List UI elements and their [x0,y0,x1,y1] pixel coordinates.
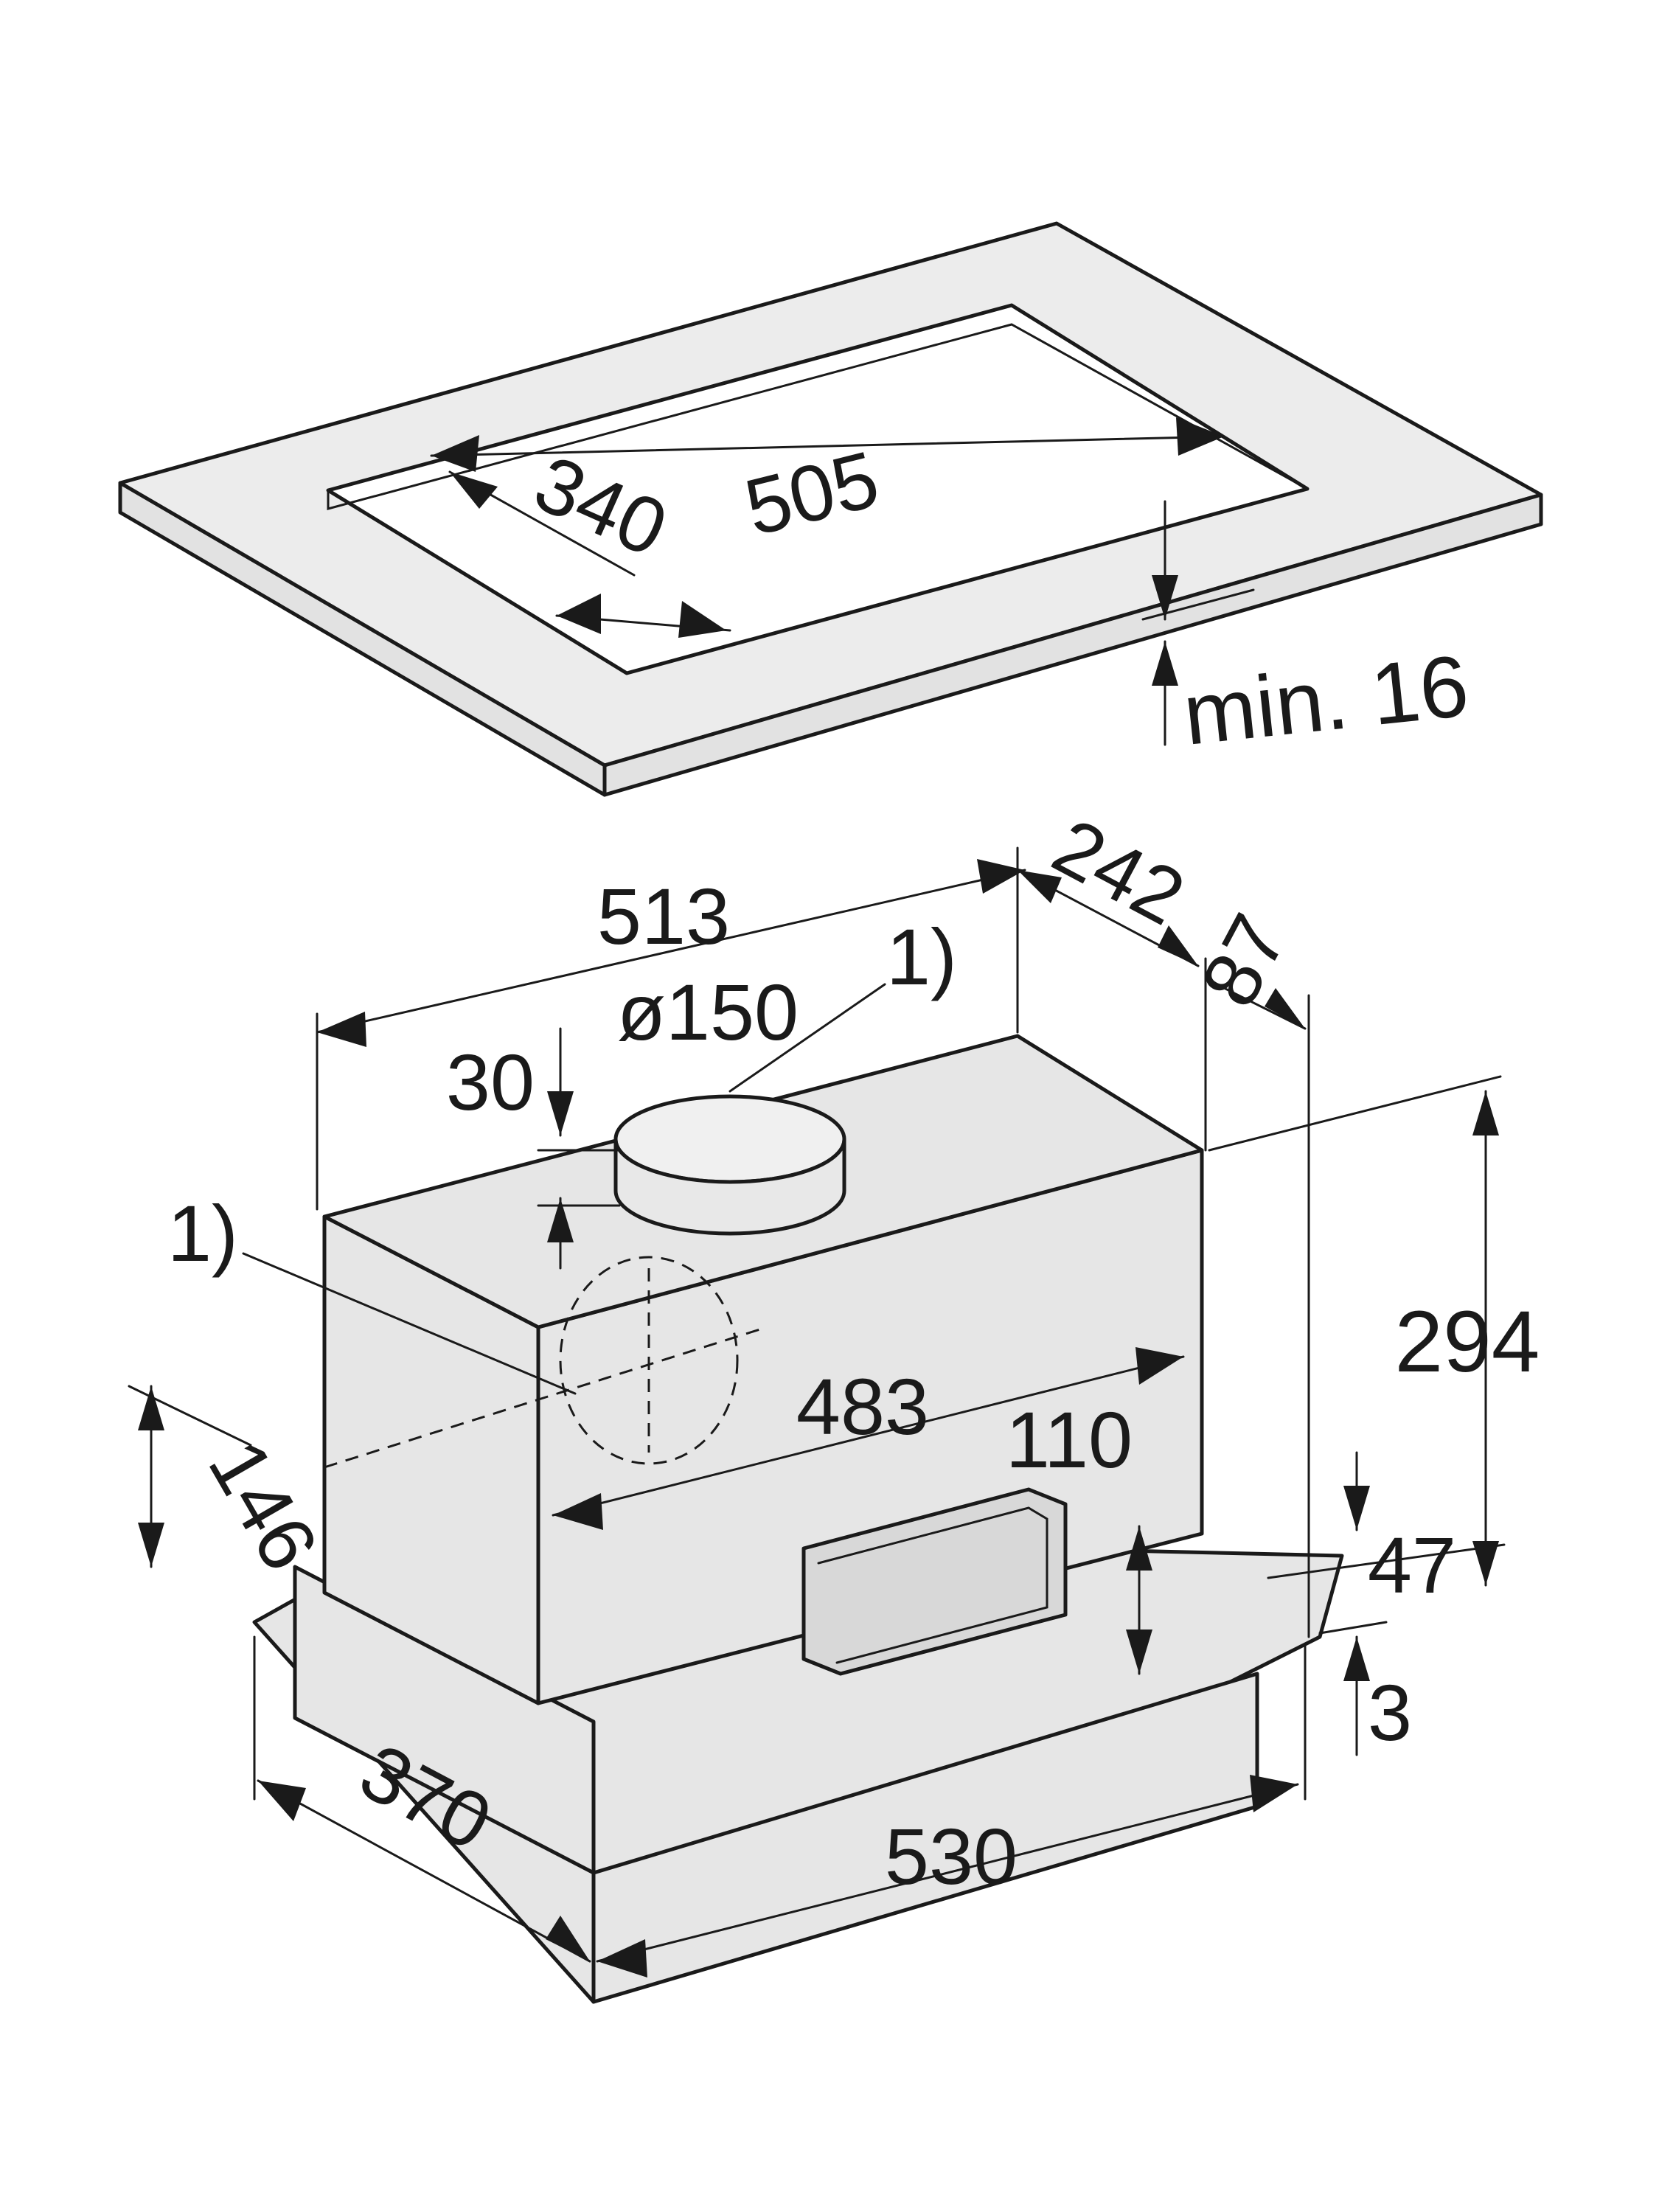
dimension-513-label: 513 [597,872,730,961]
dimension-530-label: 530 [885,1812,1018,1901]
rear-outlet-dashed [559,1256,739,1465]
note-top-outlet-label: 1) [886,912,957,1001]
dimension-3-label: 3 [1368,1668,1412,1757]
dimension-513: 513 [316,846,1026,1211]
note-rear-outlet-label: 1) [167,1189,238,1278]
dimension-150: ø150 [617,967,799,1057]
dimension-483-label: 483 [796,1362,929,1451]
dimension-294: 294 [1208,1075,1540,1587]
worktop-cutout-wall-back [327,323,1309,510]
worktop-panel [118,221,1543,797]
dimension-47: 47 [1343,1451,1456,1610]
dimension-146: 146 [128,1385,335,1585]
dimension-30: 30 [446,1027,621,1270]
filter-handle-inner [817,1506,1048,1664]
note-rear-outlet: 1) [167,1189,577,1395]
dimension-30-label: 30 [446,1037,535,1127]
dimension-146-label: 146 [192,1425,335,1585]
dimension-110-label: 110 [1006,1395,1133,1484]
dimension-242-label: 242 [1040,801,1199,942]
dimension-483: 483 [552,1347,1185,1530]
hood-unit [252,1034,1344,2004]
dimension-294-label: 294 [1395,1293,1540,1391]
dimension-150-label: ø150 [617,967,799,1057]
dimension-3: 3 [1318,1621,1412,1757]
dimension-110: 110 [1006,1395,1152,1675]
duct-collar-body [613,1137,846,1236]
worktop-right-edge [602,493,1543,797]
filter-handle[interactable] [801,1487,1068,1676]
dimension-340-label: 340 [522,438,680,574]
note-top-outlet: 1) [728,912,957,1093]
dimension-min-16-label: min. 16 [1179,637,1473,764]
dimension-47-label: 47 [1368,1520,1456,1610]
dimension-505-label: 505 [737,434,887,552]
dimension-530: 530 [592,1643,1307,1985]
